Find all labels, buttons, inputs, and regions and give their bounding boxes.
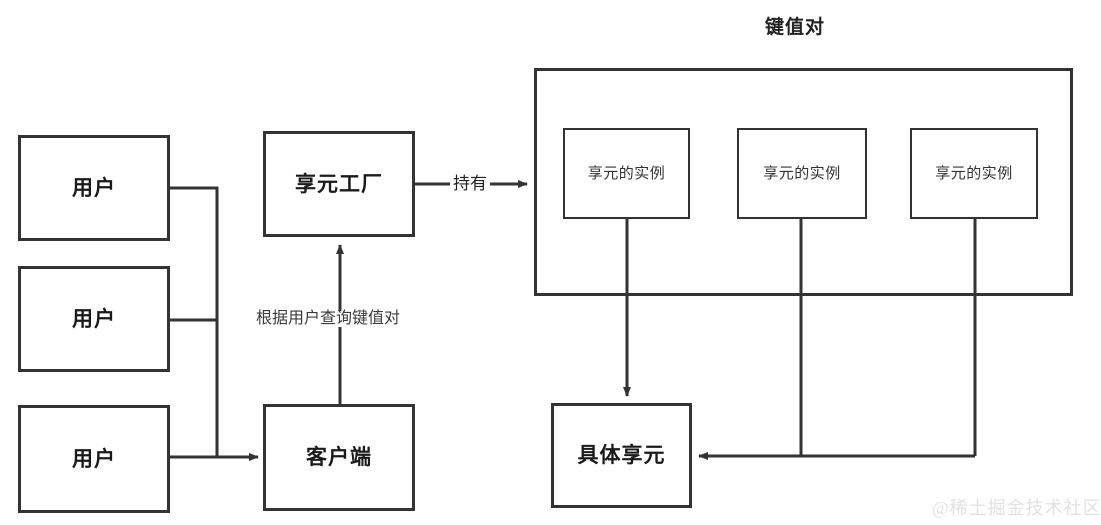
node-user-2[interactable]: 用户 <box>18 266 170 372</box>
connector-user1-to-client <box>170 186 219 457</box>
node-concrete-flyweight[interactable]: 具体享元 <box>551 403 692 508</box>
edge-label-holds: 持有 <box>450 175 490 192</box>
node-client[interactable]: 客户端 <box>263 404 415 511</box>
node-user-1-label: 用户 <box>72 176 116 200</box>
node-flyweight-instance-2[interactable]: 享元的实例 <box>737 128 867 219</box>
watermark-text: @稀土掘金技术社区 <box>932 498 1101 518</box>
node-flyweight-instance-1-label: 享元的实例 <box>587 165 666 182</box>
key-value-pair-group <box>534 68 1073 296</box>
node-flyweight-instance-1[interactable]: 享元的实例 <box>563 128 690 219</box>
node-flyweight-instance-2-label: 享元的实例 <box>763 165 841 182</box>
node-user-2-label: 用户 <box>72 307 116 331</box>
node-user-1[interactable]: 用户 <box>18 135 170 241</box>
node-concrete-flyweight-label: 具体享元 <box>577 444 666 467</box>
edge-label-query-by-user: 根据用户查询键值对 <box>253 311 404 327</box>
key-value-pair-title: 键值对 <box>765 17 826 38</box>
node-user-3[interactable]: 用户 <box>18 405 170 513</box>
node-flyweight-instance-3[interactable]: 享元的实例 <box>910 128 1038 219</box>
node-flyweight-factory[interactable]: 享元工厂 <box>263 131 415 237</box>
node-flyweight-factory-label: 享元工厂 <box>295 172 383 196</box>
node-user-3-label: 用户 <box>72 447 116 471</box>
node-client-label: 客户端 <box>306 446 372 469</box>
node-flyweight-instance-3-label: 享元的实例 <box>935 165 1013 182</box>
